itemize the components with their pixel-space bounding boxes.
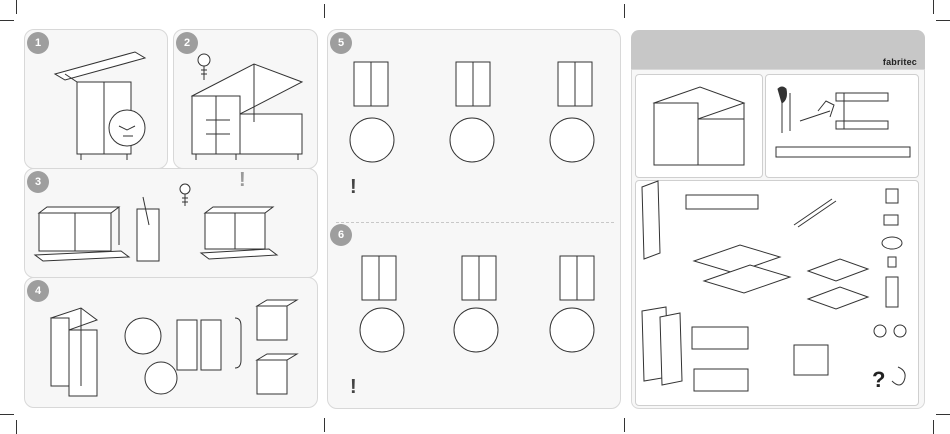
crop-mark <box>0 20 14 21</box>
crop-mark <box>324 4 325 18</box>
brand-header-bar: fabritec <box>631 30 925 70</box>
step-2-panel: 2 <box>173 29 318 169</box>
required-tools <box>765 74 919 178</box>
steps-5-6-panel: 5 6 ! ! <box>327 29 621 409</box>
step-4-illustration <box>25 278 318 408</box>
crop-mark <box>16 0 17 14</box>
step-4-panel: 4 <box>24 277 318 408</box>
contents-panel: ? <box>631 69 925 409</box>
hinge-adjustment-illustrations <box>328 30 621 409</box>
cabinet-icon <box>636 75 764 179</box>
step-3-illustration <box>25 169 318 278</box>
crop-mark <box>936 20 950 21</box>
crop-mark <box>324 418 325 432</box>
crop-mark <box>933 0 934 14</box>
tools-icon <box>766 75 920 179</box>
crop-mark <box>933 420 934 434</box>
step-2-illustration <box>174 30 318 169</box>
step-3-panel: 3 ! <box>24 168 318 278</box>
crop-mark <box>936 414 950 415</box>
parts-illustration <box>636 181 920 407</box>
crop-mark <box>624 418 625 432</box>
crop-mark <box>16 420 17 434</box>
step-1-panel: 1 <box>24 29 168 169</box>
crop-mark <box>0 414 14 415</box>
brand-logo: fabritec <box>883 57 917 67</box>
parts-list: ? <box>635 180 919 406</box>
crop-mark <box>624 4 625 18</box>
product-preview <box>635 74 763 178</box>
step-1-illustration <box>25 30 168 169</box>
